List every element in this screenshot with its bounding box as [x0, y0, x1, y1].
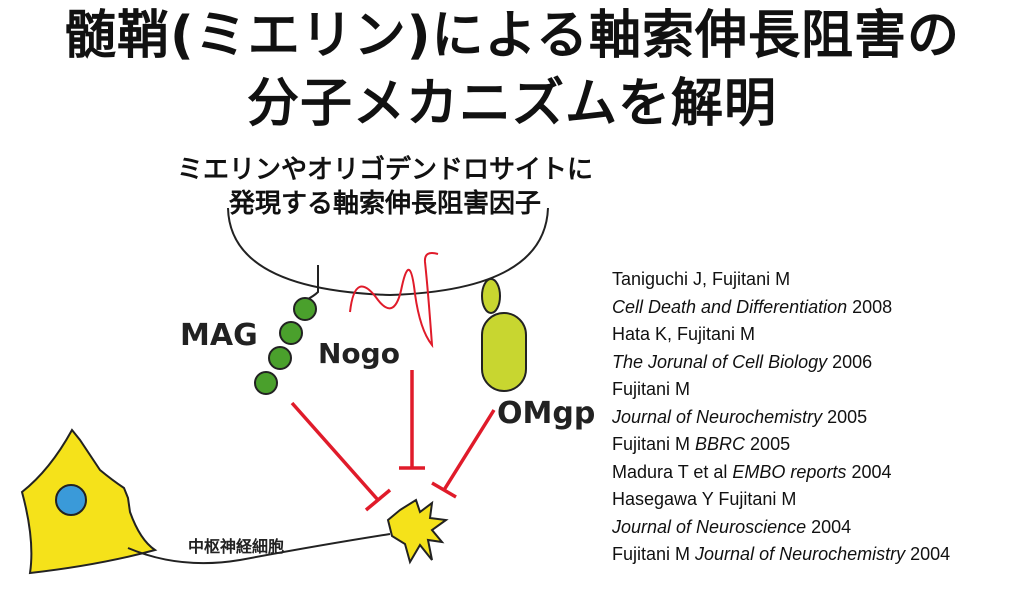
nogo-molecule	[349, 252, 439, 349]
reference-line: Cell Death and Differentiation 2008	[612, 296, 893, 317]
mag-domain	[268, 346, 292, 370]
neuron-cell-body	[20, 428, 158, 575]
inhibit-arrow-omgp	[431, 409, 496, 499]
label-nogo: Nogo	[318, 337, 400, 370]
title-line-1: 髄鞘(ミエリン)による軸索伸長阻害の	[64, 6, 960, 66]
growth-cone	[386, 498, 449, 565]
label-omgp: OMgp	[497, 396, 596, 431]
inhibit-arrow-mag	[290, 401, 392, 512]
omgp-molecule	[481, 278, 527, 392]
mag-molecule	[254, 265, 319, 395]
reference-line: Fujitani M BBRC 2005	[612, 434, 791, 454]
reference-line: Journal of Neuroscience 2004	[612, 516, 852, 537]
label-neuron: 中枢神経細胞	[188, 537, 285, 556]
mag-domain	[293, 297, 317, 321]
title-line-2: 分子メカニズムを解明	[246, 74, 777, 134]
neuron-nucleus	[55, 484, 87, 516]
omgp-head	[481, 278, 501, 314]
subtitle-line-2: 発現する軸索伸長阻害因子	[228, 189, 541, 219]
reference-line: Hasegawa Y Fujitani M	[612, 489, 797, 509]
reference-line: Fujitani M Journal of Neurochemistry 200…	[612, 544, 951, 564]
reference-line: Madura T et al EMBO reports 2004	[612, 461, 892, 482]
reference-line: Fujitani M	[612, 379, 691, 399]
reference-line: Taniguchi J, Fujitani M	[612, 269, 791, 289]
mag-domain	[279, 321, 303, 345]
reference-line: Hata K, Fujitani M	[612, 324, 756, 344]
mag-domain	[254, 371, 278, 395]
omgp-body	[481, 312, 527, 392]
myelin-membrane	[227, 207, 549, 297]
reference-list: Taniguchi J, Fujitani M Cell Death and D…	[612, 266, 1024, 569]
label-mag: MAG	[180, 318, 258, 353]
axon	[127, 533, 391, 565]
reference-line: Journal of Neurochemistry 2005	[612, 406, 868, 427]
reference-line: The Jorunal of Cell Biology 2006	[612, 351, 873, 372]
mag-tether	[305, 265, 319, 301]
inhibit-arrow-nogo	[399, 370, 425, 470]
subtitle-line-1: ミエリンやオリゴデンドロサイトに	[176, 155, 593, 185]
